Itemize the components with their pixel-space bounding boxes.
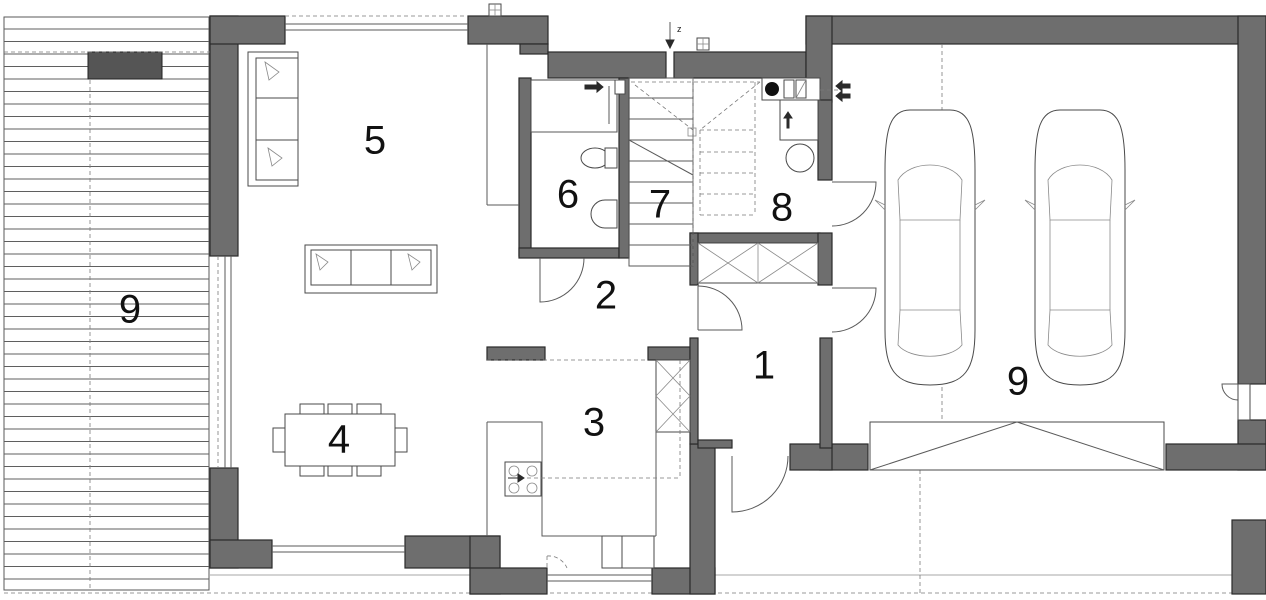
bathroom-fixtures: [530, 79, 626, 229]
upper-floor-projection: [631, 81, 761, 216]
terrace-decking: [3, 16, 210, 591]
room-label-9-garage: 9: [1007, 360, 1029, 404]
kitchen-units: [486, 359, 691, 569]
room-label-7: 7: [649, 183, 671, 227]
room-label-2: 2: [595, 274, 617, 318]
car-left: [874, 109, 986, 386]
room-label-4: 4: [328, 418, 350, 462]
entrance-marker: z: [488, 3, 710, 51]
doors: [539, 181, 1251, 569]
room-label-9-terrace: 9: [119, 288, 141, 332]
car-right: [1024, 109, 1136, 386]
room-labels: 1 2 3 4 5 6 7 8 9 9: [119, 119, 1029, 462]
room-label-3: 3: [583, 401, 605, 445]
walls: [209, 15, 1266, 595]
room-label-5: 5: [364, 119, 386, 163]
terrace-bench: [87, 51, 163, 80]
utility-room: [761, 77, 821, 173]
room-label-1: 1: [753, 344, 775, 388]
room-label-6: 6: [557, 173, 579, 217]
sofa-left: [247, 51, 299, 187]
sofa-center: [304, 244, 438, 294]
windows: [217, 15, 652, 582]
garage: [869, 44, 1165, 471]
entrance-marker-label: z: [677, 24, 682, 34]
dining-table: [272, 403, 408, 477]
wardrobe: [697, 242, 819, 284]
staircase: [628, 77, 697, 267]
room-label-8: 8: [771, 186, 793, 230]
